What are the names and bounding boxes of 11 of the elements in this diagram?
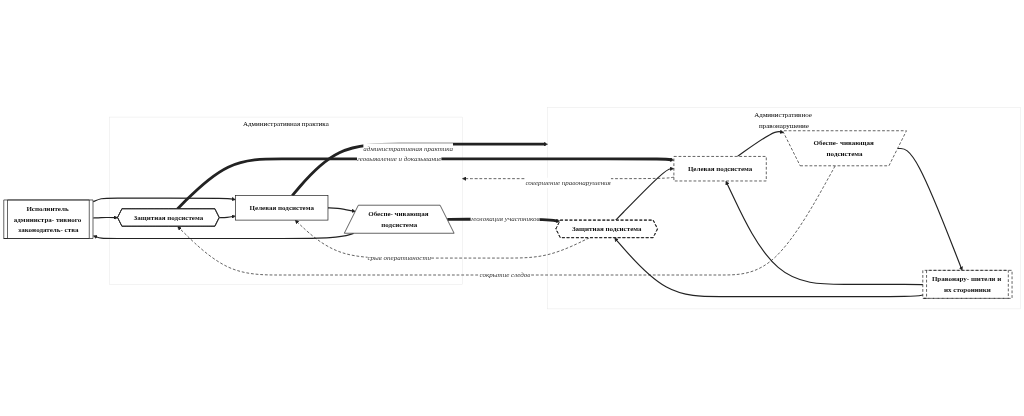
- arrow: [92, 215, 118, 220]
- arrow: [897, 147, 963, 271]
- arrow: [291, 141, 548, 197]
- arrow: [736, 129, 784, 157]
- arrow: [327, 206, 356, 213]
- arrow: [725, 180, 924, 285]
- arrow: [614, 237, 924, 297]
- arrow: [218, 214, 236, 219]
- arrow: [93, 232, 355, 239]
- arrow: [614, 166, 675, 221]
- arrow: [92, 196, 236, 202]
